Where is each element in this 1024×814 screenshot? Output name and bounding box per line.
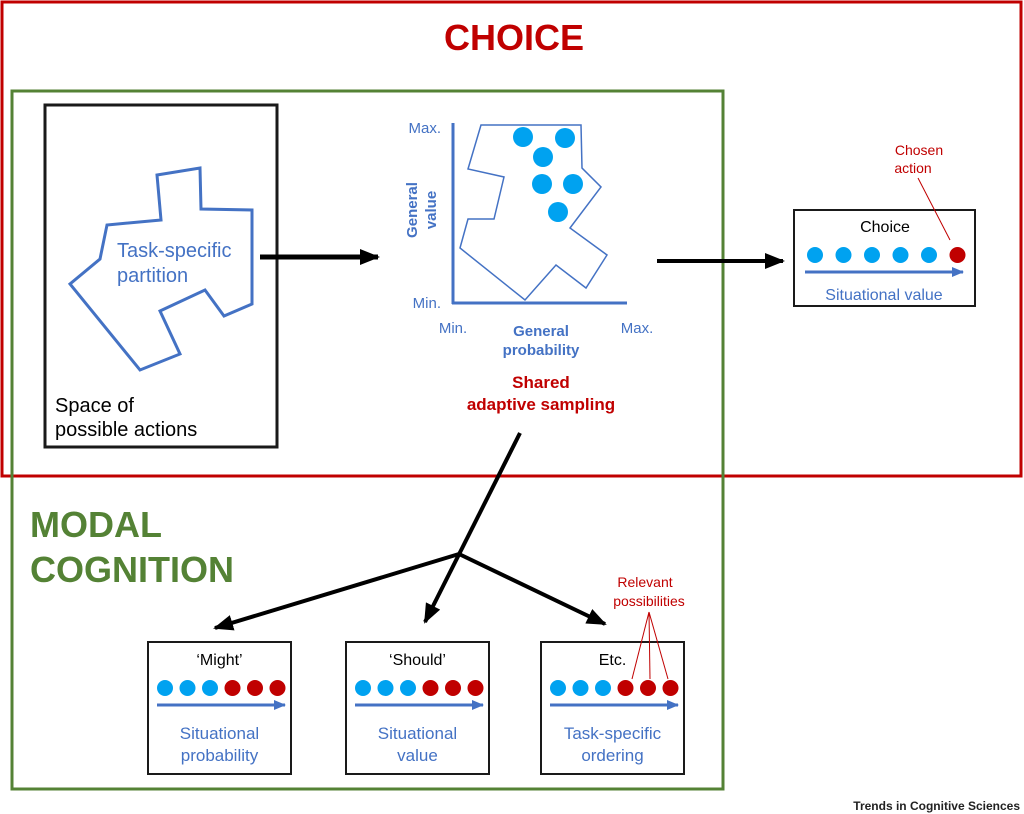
- sampled-point: [533, 147, 553, 167]
- sampled-point: [563, 174, 583, 194]
- relevant-label-line1: Relevant: [617, 574, 672, 590]
- sampled-point: [548, 202, 568, 222]
- branch-arrows: [213, 432, 607, 631]
- sampling-plot: Max. Min. Min. Max. General value Genera…: [404, 120, 653, 414]
- modal-box-axis-label-line1: Situational: [180, 724, 259, 743]
- action-space-panel: Task-specific partition Space of possibl…: [43, 103, 279, 449]
- action-dot: [892, 247, 909, 263]
- choice-region-border: [0, 0, 1023, 478]
- choice-dots: [807, 247, 966, 263]
- x-max-label: Max.: [621, 320, 654, 337]
- modal-cognition-title-line2: COGNITION: [30, 549, 234, 590]
- relevant-pointer-2: [648, 611, 651, 680]
- relevant-pointer-3: [648, 611, 669, 680]
- relevant-possibility-dot: [467, 680, 484, 696]
- modal-box-border: [147, 641, 292, 775]
- relevant-possibilities-annotation: Relevant possibilities: [613, 574, 685, 680]
- task-specific-partition-shape: [67, 166, 254, 372]
- relevant-possibility-dot: [422, 680, 439, 696]
- shared-sampling-caption-line1: Shared: [512, 373, 570, 392]
- relevant-possibility-dot: [662, 680, 679, 696]
- relevant-possibility-dot: [640, 680, 656, 696]
- partition-label-line1: Task-specific: [117, 240, 231, 262]
- sampled-point: [513, 127, 533, 147]
- arrow-to-might: [213, 552, 460, 631]
- possibility-dot: [572, 680, 589, 696]
- choice-box: [793, 209, 976, 307]
- modal-box-title: ‘Might’: [196, 652, 242, 669]
- y-axis-label-line2: value: [423, 191, 440, 229]
- modal-box-border: [540, 641, 685, 775]
- action-dot: [807, 247, 823, 263]
- y-axis-label-line1: General: [404, 182, 421, 238]
- modal-cognition-title-line1: MODAL: [30, 504, 162, 545]
- relevant-possibility-dot: [269, 680, 286, 696]
- sampled-point: [555, 128, 575, 148]
- modal-box-border: [345, 641, 490, 775]
- chosen-action-label-line1: Chosen: [895, 142, 943, 158]
- x-min-label: Min.: [439, 320, 467, 337]
- modal-box-axis-label-line2: value: [397, 746, 438, 765]
- relevant-label-line2: possibilities: [613, 593, 685, 609]
- relevant-possibility-dot: [247, 680, 263, 696]
- partition-label-line2: partition: [117, 265, 188, 287]
- possibility-dot: [595, 680, 611, 696]
- possibility-dot: [179, 680, 196, 696]
- chosen-action-dot: [949, 247, 966, 263]
- possibility-dot: [157, 680, 173, 696]
- modal-box-might: ‘Might’ Situational probability: [147, 641, 292, 775]
- modal-cognition-region-border: [10, 89, 725, 791]
- sampled-points: [513, 127, 583, 222]
- possibility-dot: [400, 680, 416, 696]
- possibility-dot: [202, 680, 218, 696]
- y-min-label: Min.: [413, 295, 441, 312]
- modal-box-axis-label-line2: ordering: [581, 746, 643, 765]
- possibility-dot: [550, 680, 566, 696]
- arrow-trunk: [423, 432, 522, 624]
- modal-box-axis-label-line1: Situational: [378, 724, 457, 743]
- relevant-possibility-dot: [224, 680, 241, 696]
- modal-box-axis-label-line2: probability: [181, 746, 259, 765]
- modal-box-should: ‘Should’ Situational value: [345, 641, 490, 775]
- chosen-action-label-line2: action: [894, 160, 931, 176]
- possibility-dot: [377, 680, 394, 696]
- relevant-possibility-dot: [445, 680, 461, 696]
- sampled-point: [532, 174, 552, 194]
- journal-credit: Trends in Cognitive Sciences: [853, 799, 1020, 813]
- modal-box-title: Etc.: [599, 652, 627, 669]
- modal-box-etc: Etc. Task-specific ordering: [540, 641, 685, 775]
- action-dot: [864, 247, 880, 263]
- choice-panel: Choice Situational value Chosen action: [793, 142, 976, 307]
- choice-box-axis-label: Situational value: [825, 287, 943, 304]
- x-axis-label-line1: General: [513, 323, 569, 340]
- sampled-partition-shape: [459, 124, 609, 302]
- action-space-box: [43, 103, 279, 449]
- choice-box-title: Choice: [860, 219, 910, 236]
- action-dot: [835, 247, 852, 263]
- modal-box-title: ‘Should’: [389, 652, 446, 669]
- chosen-action-pointer: [917, 177, 951, 241]
- relevant-pointer-1: [631, 611, 650, 680]
- action-space-caption-line1: Space of: [55, 395, 134, 417]
- arrow-to-etc: [458, 552, 607, 626]
- modal-box-axis-label-line1: Task-specific: [564, 724, 662, 743]
- y-max-label: Max.: [408, 120, 441, 137]
- action-dot: [921, 247, 937, 263]
- x-axis-label-line2: probability: [503, 342, 580, 359]
- shared-sampling-caption-line2: adaptive sampling: [467, 395, 615, 414]
- action-space-caption-line2: possible actions: [55, 419, 197, 441]
- relevant-possibility-dot: [617, 680, 634, 696]
- choice-region-title: CHOICE: [444, 17, 584, 58]
- modal-boxes: ‘Might’ Situational probability ‘Should’ Sit…: [147, 641, 685, 775]
- possibility-dot: [355, 680, 371, 696]
